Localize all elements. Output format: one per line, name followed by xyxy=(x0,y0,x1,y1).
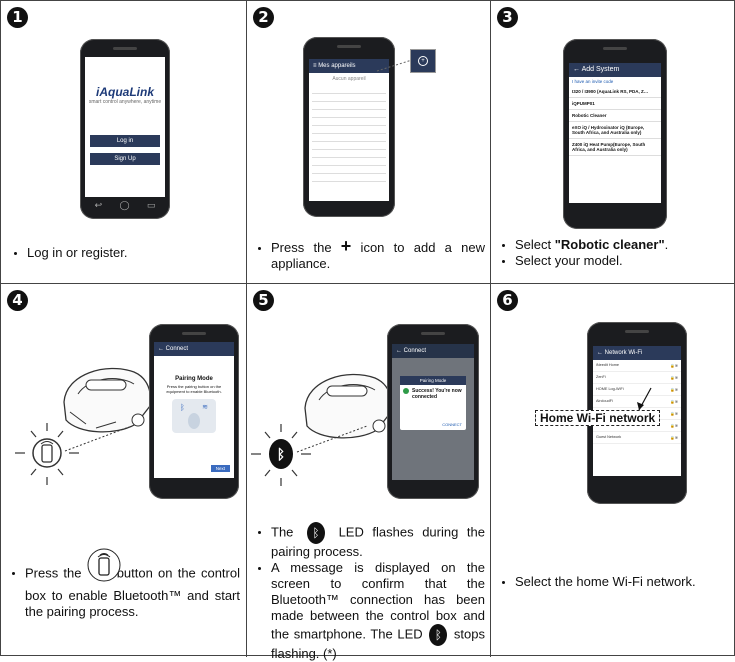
model-row[interactable]: eXO iQ / Hydroxinator iQ (Europe, South … xyxy=(569,122,661,139)
lock-wifi-icon: 🔒≋ xyxy=(670,436,678,440)
model-row[interactable]: iQPUMP01 xyxy=(569,98,661,110)
step-number-badge: 2 xyxy=(253,7,274,28)
column-divider xyxy=(490,1,491,657)
pairing-illustration: ᛒ ≋ xyxy=(172,399,216,433)
step-4-cell: 4 ← Connect Pairing Mode Pre xyxy=(1,284,246,657)
step-1-description: Log in or register. xyxy=(13,245,238,261)
step-2-cell: 2 ≡ Mes appareils Aucun appareil + Press… xyxy=(247,1,490,283)
signup-button[interactable]: Sign Up xyxy=(90,153,160,165)
smartphone-illustration: ← Connect Pairing Mode Success! You're n… xyxy=(387,324,479,499)
step-number-badge: 1 xyxy=(7,7,28,28)
back-arrow-icon: ← xyxy=(573,66,580,73)
app-screen: ← Add System I have an invite code I320 … xyxy=(569,63,661,203)
network-row[interactable]: AircloudFi🔒≋ xyxy=(593,396,681,408)
plus-icon: + xyxy=(340,236,352,256)
step-text: Log in or register. xyxy=(27,245,238,261)
menu-icon: ≡ xyxy=(313,63,317,69)
pool-robot-illustration xyxy=(63,367,152,433)
back-arrow-icon: ← xyxy=(396,348,402,354)
step-number-badge: 3 xyxy=(497,7,518,28)
success-check-icon xyxy=(403,388,409,394)
network-row[interactable]: Guest Network🔒≋ xyxy=(593,432,681,444)
model-row[interactable]: I320 / I3900 (AquaLink RS, PDA, Z… xyxy=(569,86,661,98)
step-text: Select the home Wi-Fi network. xyxy=(515,574,729,590)
app-tagline: smart control anywhere, anytime xyxy=(88,99,162,105)
screen-title: Mes appareils xyxy=(318,63,356,69)
screen-title: Connect xyxy=(403,348,427,354)
invite-code-link[interactable]: I have an invite code xyxy=(572,79,614,84)
lock-wifi-icon: 🔒≋ xyxy=(670,364,678,368)
lock-wifi-icon: 🔒≋ xyxy=(670,376,678,380)
svg-text:ᛒ: ᛒ xyxy=(277,447,285,463)
back-icon: ↩ xyxy=(94,201,103,211)
next-button[interactable]: Next xyxy=(210,465,230,472)
pairing-instructions: Press the pairing button on the equipmen… xyxy=(166,384,222,394)
empty-list-text: Aucun appareil xyxy=(332,76,366,82)
lock-wifi-icon: 🔒≋ xyxy=(670,388,678,392)
add-icon[interactable]: + xyxy=(418,56,428,66)
home-wifi-callout: Home Wi-Fi network xyxy=(535,410,661,426)
login-button[interactable]: Log in xyxy=(90,135,160,147)
smartphone-illustration: ← Connect Pairing Mode Press the pairing… xyxy=(149,324,239,499)
step-6-description: Select the home Wi-Fi network. xyxy=(501,574,729,590)
bluetooth-icon: ᛒ xyxy=(180,403,185,412)
row-divider xyxy=(1,283,735,284)
step-3-cell: 3 ← Add System I have an invite code I32… xyxy=(491,1,735,283)
dialog-message: Success! You're now connected xyxy=(412,388,462,400)
step-1-cell: 1 iAquaLink smart control anywhere, anyt… xyxy=(1,1,246,283)
step-text: Select your model. xyxy=(515,253,729,269)
app-screen: iAquaLink smart control anywhere, anytim… xyxy=(85,57,165,197)
success-dialog: Pairing Mode Success! You're now connect… xyxy=(400,376,466,430)
screen-title: Connect xyxy=(165,346,189,352)
pairing-heading: Pairing Mode xyxy=(175,376,213,382)
pairing-button-icon xyxy=(188,413,200,429)
add-appliance-zoom: + xyxy=(410,49,436,73)
lock-wifi-icon: 🔒≋ xyxy=(670,400,678,404)
back-arrow-icon: ← xyxy=(597,350,603,356)
step-5-cell: 5 ᛒ ← Connect Pairing Mode Success! xyxy=(247,284,490,661)
smartphone-illustration: iAquaLink smart control anywhere, anytim… xyxy=(80,39,170,219)
lock-wifi-icon: 🔒≋ xyxy=(670,412,678,416)
app-screen: ← Connect Pairing Mode Press the pairing… xyxy=(154,342,234,478)
step-number-badge: 5 xyxy=(253,290,274,311)
control-box-illustration xyxy=(15,423,130,485)
home-icon: ◯ xyxy=(119,201,130,211)
back-arrow-icon: ← xyxy=(158,346,164,352)
step-number-badge: 6 xyxy=(497,290,518,311)
step-5-description: The ᛒ LED flashes during the pairing pro… xyxy=(257,522,485,662)
zoom-callout xyxy=(376,58,416,72)
wifi-icon: ≋ xyxy=(202,404,208,411)
model-row[interactable]: Z400 iQ Heat Pump(Europe, South Africa, … xyxy=(569,139,661,156)
model-row[interactable]: Robotic Cleaner xyxy=(569,110,661,122)
network-row[interactable]: iNeedit Home🔒≋ xyxy=(593,360,681,372)
callout-arrow xyxy=(637,387,652,411)
app-screen: ← Connect Pairing Mode Success! You're n… xyxy=(392,344,474,480)
menu-icon: ▭ xyxy=(146,201,156,211)
step-3-description: Select "Robotic cleaner". Select your mo… xyxy=(501,237,729,269)
screen-title: Add System xyxy=(581,66,620,73)
column-divider xyxy=(246,1,247,657)
step-number-badge: 4 xyxy=(7,290,28,311)
pool-robot-illustration xyxy=(304,373,393,439)
pairing-button-icon xyxy=(87,548,121,588)
screen-title: Network Wi-Fi xyxy=(604,350,643,356)
app-screen: ≡ Mes appareils Aucun appareil xyxy=(309,59,389,201)
bluetooth-led-icon: ᛒ xyxy=(306,522,325,544)
control-box-illustration: ᛒ xyxy=(251,424,368,486)
network-row[interactable]: ZenFi🔒≋ xyxy=(593,372,681,384)
app-logo: iAquaLink xyxy=(95,85,154,99)
bluetooth-led-icon: ᛒ xyxy=(429,624,448,646)
connect-button[interactable]: CONNECT xyxy=(442,422,462,427)
step-4-description: Press the button on the control box to e… xyxy=(11,548,240,620)
step-2-description: Press the + icon to add a new appliance. xyxy=(257,237,485,272)
smartphone-illustration: ≡ Mes appareils Aucun appareil xyxy=(303,37,395,217)
robotic-cleaner-label: "Robotic cleaner" xyxy=(554,237,665,252)
lock-wifi-icon: 🔒≋ xyxy=(670,424,678,428)
dialog-title: Pairing Mode xyxy=(400,376,466,385)
network-row[interactable]: HOME Log-WiFi🔒≋ xyxy=(593,384,681,396)
step-6-cell: 6 ← Network Wi-Fi iNeedit Home🔒≋ ZenFi🔒≋… xyxy=(491,284,735,657)
smartphone-illustration: ← Add System I have an invite code I320 … xyxy=(563,39,667,229)
